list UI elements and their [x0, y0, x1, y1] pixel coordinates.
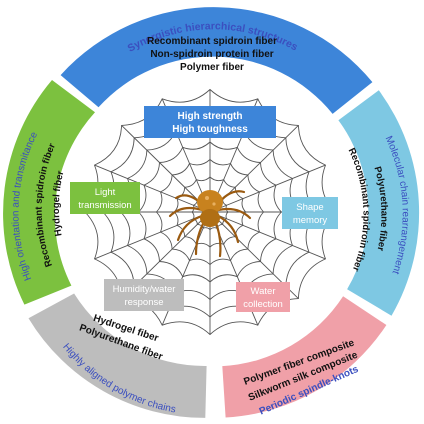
spider-leg	[176, 214, 204, 242]
property-box	[104, 279, 184, 311]
spider-image	[168, 190, 252, 258]
property-box	[282, 197, 338, 229]
property-label: Water	[251, 286, 276, 297]
segment-bottom-left	[28, 293, 207, 418]
spider-abdomen	[197, 190, 223, 214]
property-label: High toughness	[172, 124, 248, 135]
segment-left	[3, 80, 96, 305]
property-label: Humidity/water	[113, 284, 176, 295]
segment-top-item: Non-spidroin protein fiber	[150, 49, 273, 60]
segment-top-item: Recombinant spidroin fiber	[147, 36, 277, 47]
property-label: memory	[293, 215, 328, 226]
segment-right	[338, 90, 420, 316]
spider-leg	[216, 214, 240, 244]
spider-leg	[216, 207, 252, 220]
spider-leg	[168, 206, 204, 218]
property-water: Water collection	[236, 282, 290, 312]
web-spoke	[121, 125, 211, 213]
property-humidity: Humidity/water response	[104, 279, 184, 311]
spider-body	[200, 209, 220, 227]
property-strength: High strength High toughness	[144, 106, 276, 138]
property-label: response	[124, 297, 163, 308]
property-box	[144, 106, 276, 138]
segment-bottom-right	[222, 296, 387, 418]
property-label: Light	[95, 187, 116, 198]
property-shape: Shape memory	[282, 197, 338, 229]
spider-spot	[205, 196, 209, 200]
property-box	[70, 182, 140, 214]
property-box	[236, 282, 290, 312]
web-ring	[155, 158, 264, 266]
web-spoke	[209, 164, 326, 213]
web-spoke	[94, 211, 211, 260]
property-label: Shape	[296, 202, 323, 213]
web-spoke	[94, 164, 211, 213]
segment-top-item: Polymer fiber	[180, 62, 244, 73]
property-label: High strength	[178, 111, 243, 122]
property-label: transmission	[78, 200, 131, 211]
segment-top	[60, 7, 373, 114]
spider-spot	[212, 202, 216, 206]
ring	[3, 7, 420, 418]
property-label: collection	[243, 299, 283, 310]
web-spoke	[209, 211, 326, 260]
property-light: Light transmission	[70, 182, 140, 214]
